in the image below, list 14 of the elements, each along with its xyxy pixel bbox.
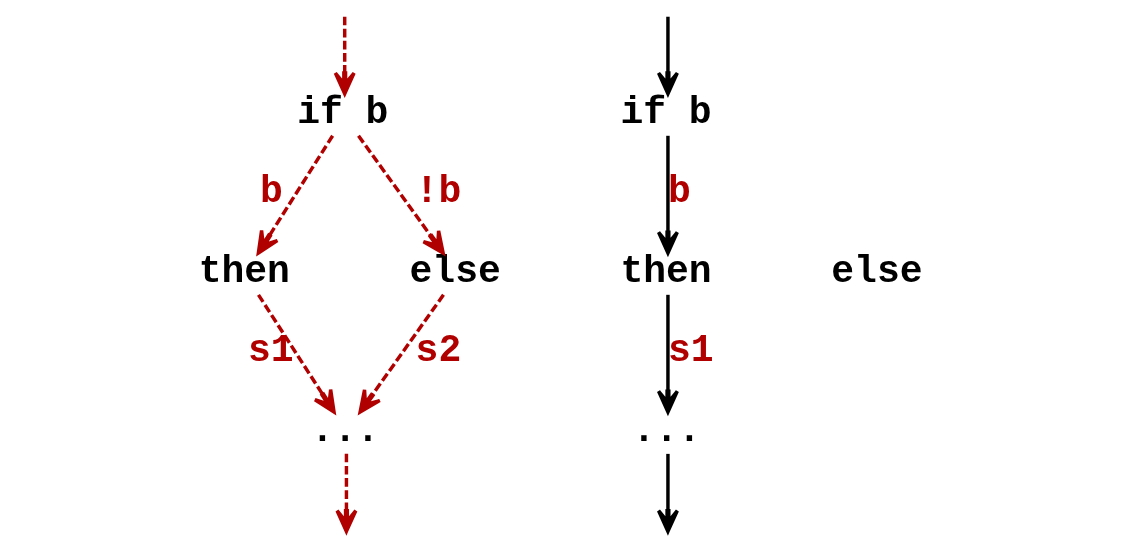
edge-label: s1: [667, 329, 714, 373]
edge-label: s1: [247, 329, 294, 373]
node-text: ...: [311, 408, 380, 452]
node-text: else: [831, 249, 923, 293]
node-text: else: [409, 249, 501, 293]
edge-label: s2: [415, 329, 462, 373]
edge-label: b: [260, 170, 283, 214]
node-text: if b: [297, 90, 389, 134]
edge-label: !b: [415, 170, 462, 214]
node-text: if b: [620, 90, 712, 134]
node-text: then: [198, 249, 290, 293]
node-text: ...: [632, 408, 701, 452]
node-text: then: [620, 249, 712, 293]
edge-label: b: [667, 170, 691, 214]
